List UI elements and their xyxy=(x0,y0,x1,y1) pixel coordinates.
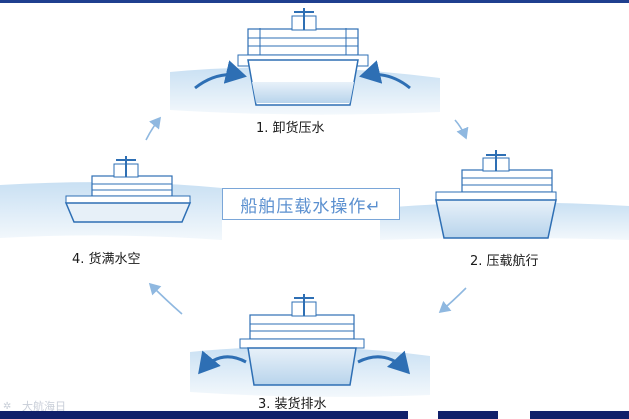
ship-step2 xyxy=(435,150,557,239)
bottom-bar-left xyxy=(0,411,408,419)
watermark: 大航海日 xyxy=(22,400,66,413)
ship-step4 xyxy=(64,156,192,223)
ship-step1 xyxy=(194,8,411,106)
title-box: 船舶压载水操作↵ xyxy=(222,188,400,220)
top-border xyxy=(0,0,629,3)
watermark-logo-icon: ✲ xyxy=(3,401,12,412)
arrow-4-to-1 xyxy=(145,116,161,141)
arrow-1-to-2 xyxy=(454,119,469,140)
arrow-2-to-3 xyxy=(438,287,467,314)
step-label-1: 1. 卸货压水 xyxy=(256,121,325,136)
step-label-4: 4. 货满水空 xyxy=(72,252,141,267)
step-label-3: 3. 装货排水 xyxy=(258,397,327,412)
step-label-2: 2. 压载航行 xyxy=(470,254,539,269)
diagram-title: 船舶压载水操作↵ xyxy=(240,196,382,217)
ship-step3 xyxy=(198,294,411,386)
arrow-3-to-4 xyxy=(148,282,183,315)
bottom-bar-mid xyxy=(438,411,498,419)
bottom-bar-right xyxy=(530,411,629,419)
